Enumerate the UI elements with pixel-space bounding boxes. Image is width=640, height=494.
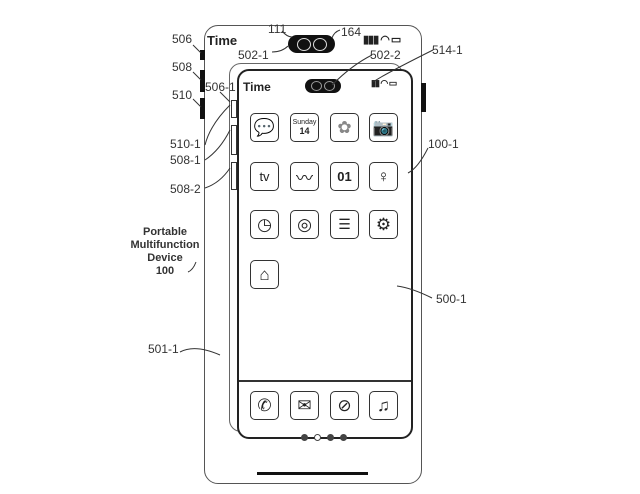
browser-app-icon[interactable]: ⊘ bbox=[330, 391, 359, 420]
fitness-app-icon[interactable]: ◎ bbox=[290, 210, 319, 239]
camera-lens-icon bbox=[296, 37, 311, 51]
stocks-app-icon[interactable]: 〰 bbox=[290, 162, 319, 191]
maps-pin-app-icon[interactable]: ♀ bbox=[369, 162, 398, 191]
outer-status-time: Time bbox=[207, 33, 238, 48]
page-dot[interactable] bbox=[327, 434, 334, 441]
label-500-1: 500-1 bbox=[436, 292, 467, 306]
page-dot[interactable] bbox=[340, 434, 347, 441]
page-dot-active[interactable] bbox=[314, 434, 321, 441]
tv-app-icon[interactable]: tv bbox=[250, 162, 279, 191]
battery-icon: ▭ bbox=[390, 34, 401, 46]
page-dot[interactable] bbox=[301, 434, 308, 441]
inner-sensor-housing bbox=[305, 79, 341, 93]
messages-app-icon[interactable]: 💬 bbox=[250, 113, 279, 142]
button-506-1 bbox=[231, 100, 237, 118]
label-510: 510 bbox=[172, 88, 193, 102]
music-app-icon[interactable]: ♫ bbox=[369, 391, 398, 420]
button-510 bbox=[200, 98, 205, 119]
label-514-1: 514-1 bbox=[432, 43, 463, 57]
inner-status-icons: ▮▮ ◠ ▭ bbox=[371, 78, 397, 88]
label-164: 164 bbox=[341, 25, 362, 39]
camera-app-icon[interactable]: 📷 bbox=[369, 113, 398, 142]
outer-status-icons: ▮▮▮ ◠ ▭ bbox=[363, 33, 401, 46]
label-502-2: 502-2 bbox=[370, 48, 401, 62]
notes-app-icon[interactable]: ☰ bbox=[330, 210, 359, 239]
label-506-1: 506-1 bbox=[205, 80, 236, 94]
phone-app-icon[interactable]: ✆ bbox=[250, 391, 279, 420]
caption-line: 100 bbox=[155, 265, 175, 277]
calendar-day: Sunday bbox=[292, 119, 317, 126]
tv-label: tv bbox=[259, 169, 270, 184]
clock-widget-app-icon[interactable]: 01 bbox=[330, 162, 359, 191]
home-indicator bbox=[257, 472, 368, 475]
label-508: 508 bbox=[172, 60, 193, 74]
calendar-app-icon[interactable]: Sunday 14 bbox=[290, 113, 319, 142]
clock-app-icon[interactable]: ◷ bbox=[250, 210, 279, 239]
inner-display-500-1: Time ▮▮ ◠ ▭ 💬 Sunday 14 ✿ 📷 tv 〰 01 ♀ ◷ … bbox=[237, 69, 413, 441]
label-100-1: 100-1 bbox=[428, 137, 459, 151]
outer-sensor-housing bbox=[288, 35, 335, 53]
camera-lens-icon bbox=[311, 81, 322, 91]
button-508-1 bbox=[231, 125, 237, 155]
calendar-date: 14 bbox=[299, 126, 310, 136]
label-508-1: 508-1 bbox=[170, 153, 201, 167]
button-508-2 bbox=[231, 162, 237, 190]
side-button-right bbox=[421, 83, 426, 112]
camera-lens-icon bbox=[324, 81, 335, 91]
label-111: 111 bbox=[268, 22, 287, 36]
clock-digits: 01 bbox=[337, 169, 352, 184]
dock-divider bbox=[239, 380, 411, 382]
label-508-2: 508-2 bbox=[170, 182, 201, 196]
signal-icon: ▮▮▮ bbox=[363, 34, 379, 46]
device-caption: Portable Multifunction Device 100 bbox=[120, 226, 210, 278]
mail-app-icon[interactable]: ✉ bbox=[290, 391, 319, 420]
label-501-1: 501-1 bbox=[148, 342, 179, 356]
caption-line: Multifunction bbox=[130, 239, 200, 251]
label-510-1: 510-1 bbox=[170, 137, 201, 151]
outer-device-501-1 bbox=[204, 25, 422, 484]
settings-app-icon[interactable]: ⚙ bbox=[369, 210, 398, 239]
camera-lens-icon bbox=[312, 37, 327, 51]
caption-line: Device bbox=[147, 252, 183, 264]
button-508 bbox=[200, 70, 205, 92]
photos-app-icon[interactable]: ✿ bbox=[330, 113, 359, 142]
inner-status-time: Time bbox=[243, 80, 271, 94]
label-502-1: 502-1 bbox=[238, 48, 269, 62]
label-506: 506 bbox=[172, 32, 193, 46]
home-app-icon[interactable]: ⌂ bbox=[250, 260, 279, 289]
caption-line: Portable bbox=[142, 226, 187, 238]
wifi-icon: ◠ bbox=[380, 34, 390, 46]
button-506 bbox=[200, 50, 205, 60]
